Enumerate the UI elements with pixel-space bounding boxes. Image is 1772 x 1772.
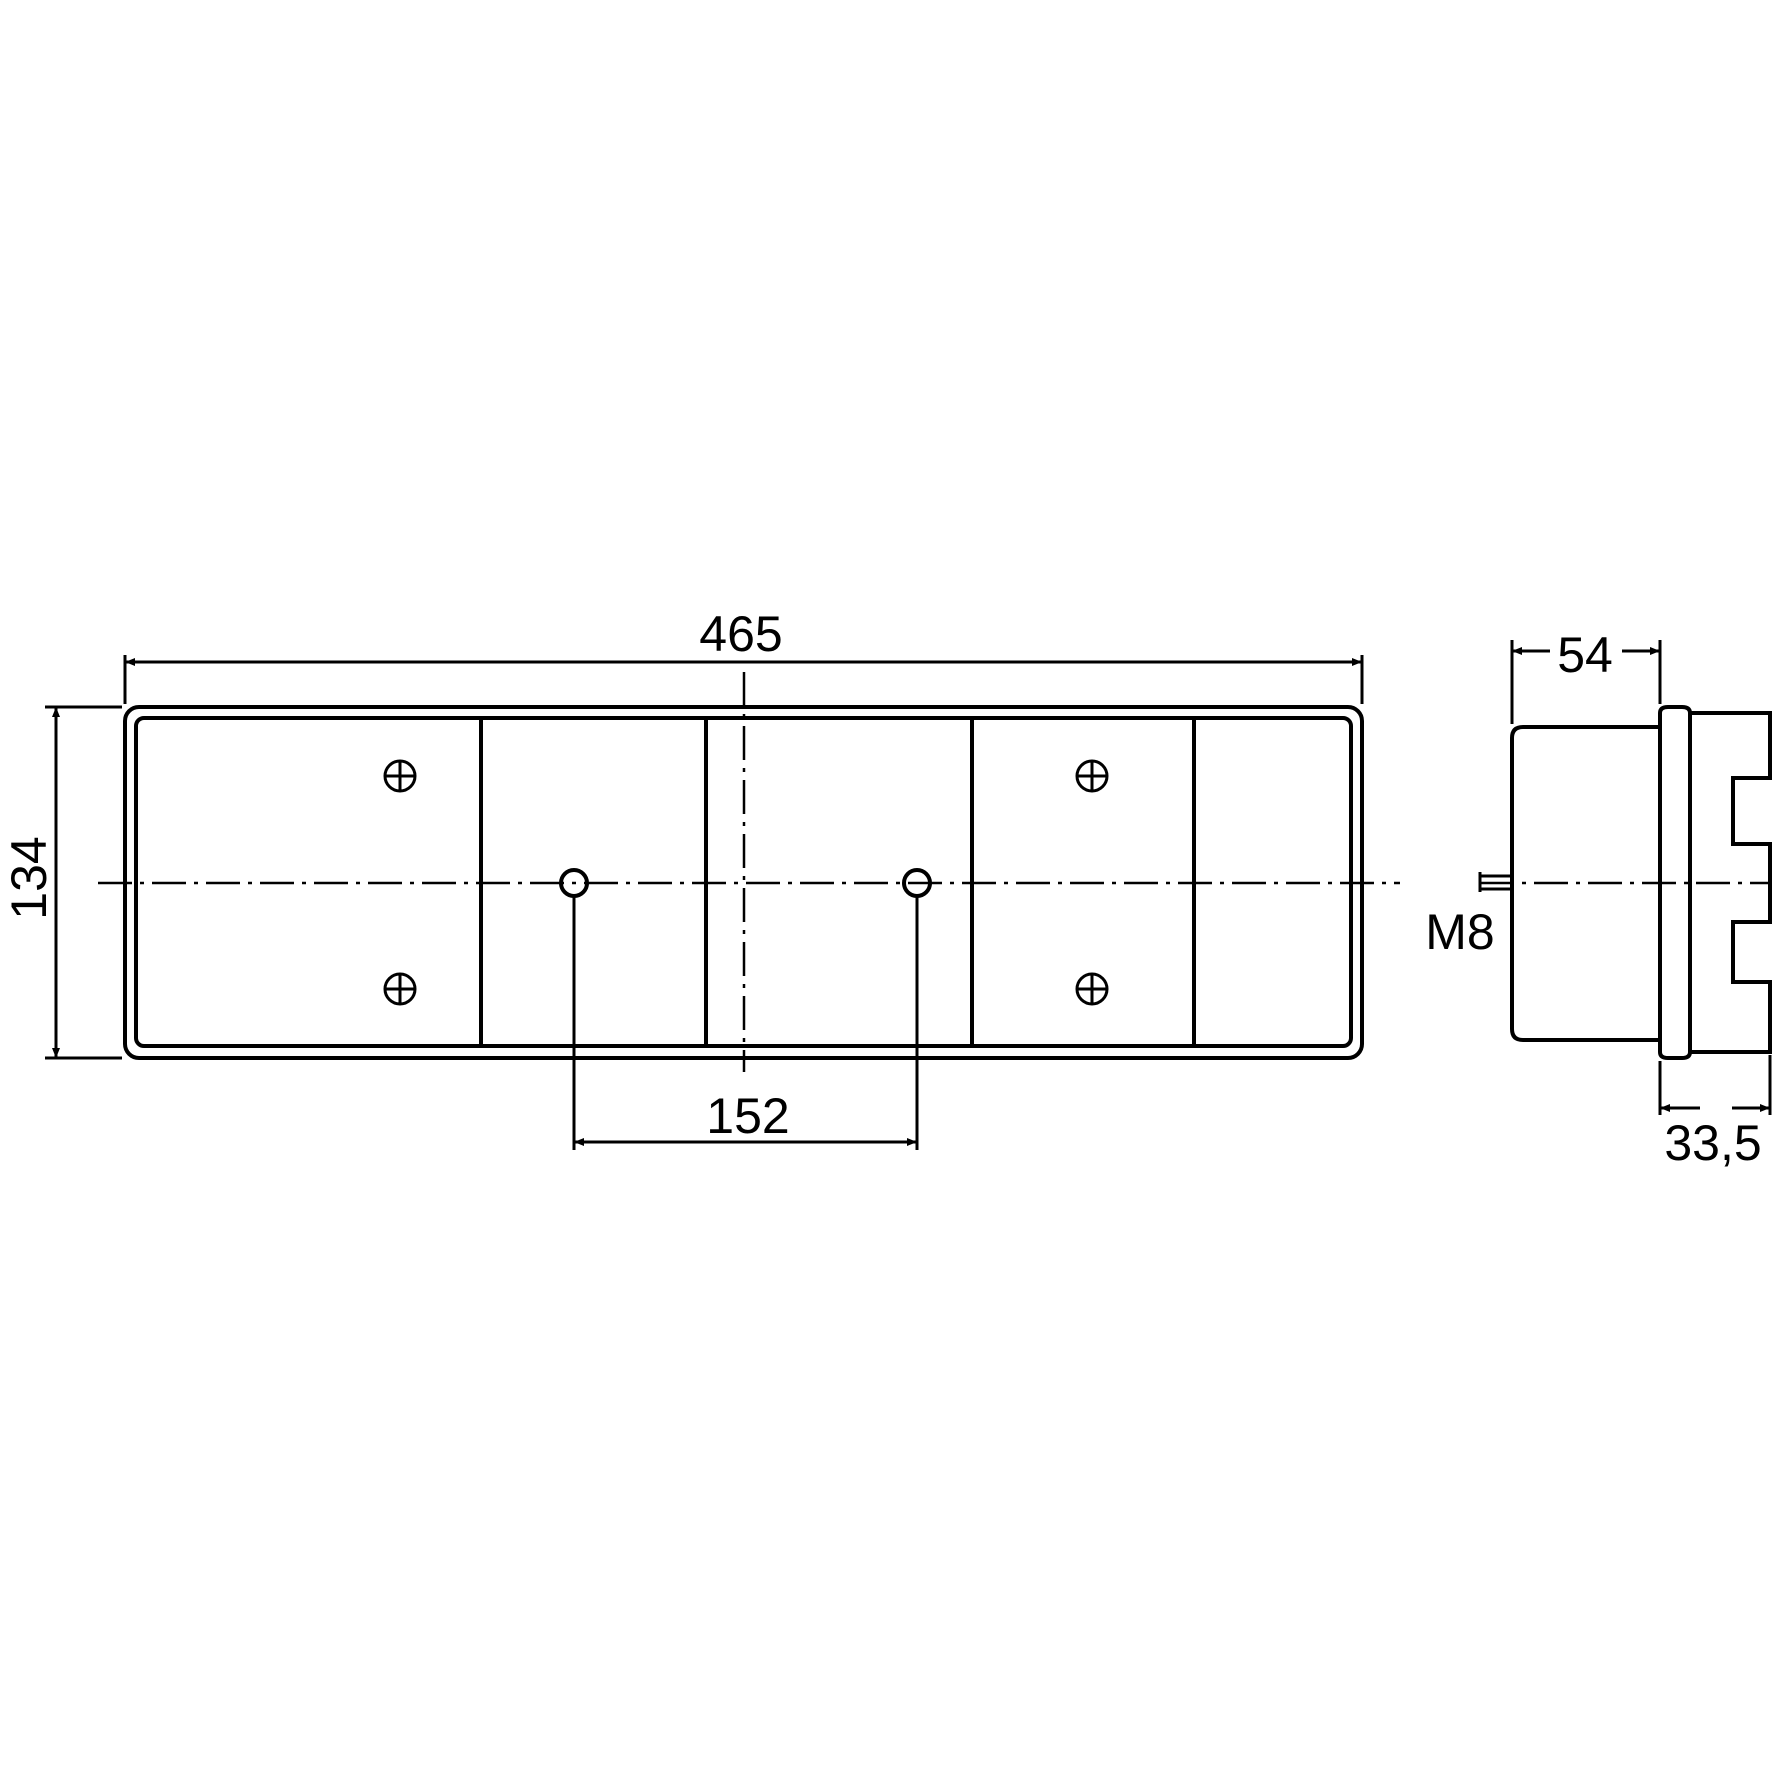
screw-icon [1075,972,1109,1006]
hole-spacing-dimension: 152 [572,897,919,1150]
height-dimension: 134 [1,705,122,1060]
screw-icon [383,759,417,793]
flange-depth-dimension: 33,5 [1658,1055,1772,1171]
depth-label: 54 [1557,627,1613,683]
screw-icon [1075,759,1109,793]
hole-spacing-label: 152 [706,1088,789,1144]
overall-length-label: 465 [699,606,782,662]
side-view: M8 [1425,705,1772,1060]
thread-label: M8 [1425,904,1494,960]
height-label: 134 [1,836,57,919]
flange-profile [1658,705,1772,1060]
screw-icon [383,972,417,1006]
flange-depth-label: 33,5 [1664,1115,1761,1171]
overall-length-dimension: 465 [123,606,1364,704]
front-view [98,672,1400,1072]
depth-dimension: 54 [1510,627,1662,724]
